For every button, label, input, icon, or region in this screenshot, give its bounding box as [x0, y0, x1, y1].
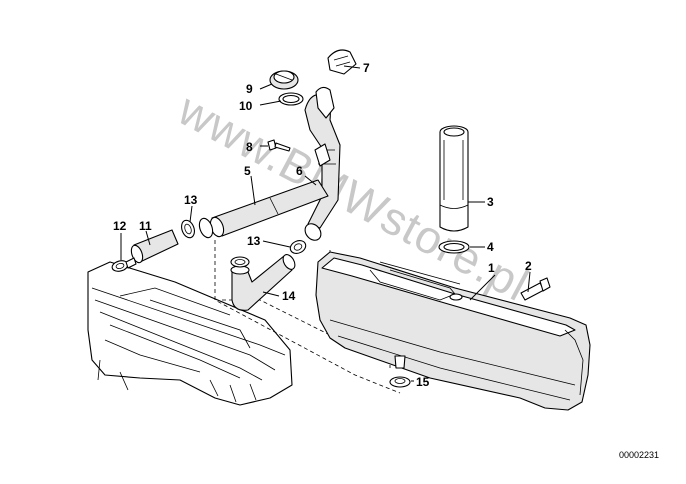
callout-10: 10	[239, 99, 253, 113]
hose-clamp-small	[111, 257, 137, 272]
fuel-hose	[209, 179, 329, 238]
filler-screw	[267, 139, 291, 152]
leader-lines	[120, 65, 531, 382]
callout-9: 9	[246, 82, 253, 96]
hose-clamp-upper	[181, 217, 214, 239]
hose-clamp-lower	[230, 240, 307, 268]
sealing-ring	[438, 240, 470, 254]
cap-gasket	[278, 92, 304, 106]
callout-6: 6	[296, 164, 303, 178]
callout-3: 3	[487, 195, 494, 209]
chassis-frame	[87, 261, 293, 406]
callout-labels: 1 2 3 4 5 6 7 8 9 10 11 12 13 13 14 15	[113, 61, 532, 389]
callout-7: 7	[363, 61, 370, 75]
callout-14: 14	[282, 289, 296, 303]
callout-2: 2	[525, 259, 532, 273]
callout-12: 12	[113, 219, 127, 233]
filler-cap	[269, 70, 299, 90]
fuel-tank	[315, 251, 591, 411]
callout-13-lower: 13	[247, 234, 261, 248]
breather-hose	[130, 229, 179, 264]
elbow-hose	[230, 254, 296, 311]
callout-11: 11	[139, 219, 152, 233]
callout-4: 4	[487, 240, 494, 254]
filler-cap-lock	[327, 49, 357, 75]
callout-5: 5	[244, 164, 251, 178]
diagram-reference-number: 00002231	[618, 450, 659, 460]
callout-15: 15	[416, 375, 430, 389]
fuel-level-sensor	[439, 125, 469, 232]
filler-neck	[304, 86, 341, 241]
drain-grommet	[389, 355, 411, 388]
hex-bolt	[520, 277, 551, 301]
callout-8: 8	[246, 140, 253, 154]
callout-1: 1	[488, 261, 495, 275]
callout-13-upper: 13	[184, 193, 198, 207]
